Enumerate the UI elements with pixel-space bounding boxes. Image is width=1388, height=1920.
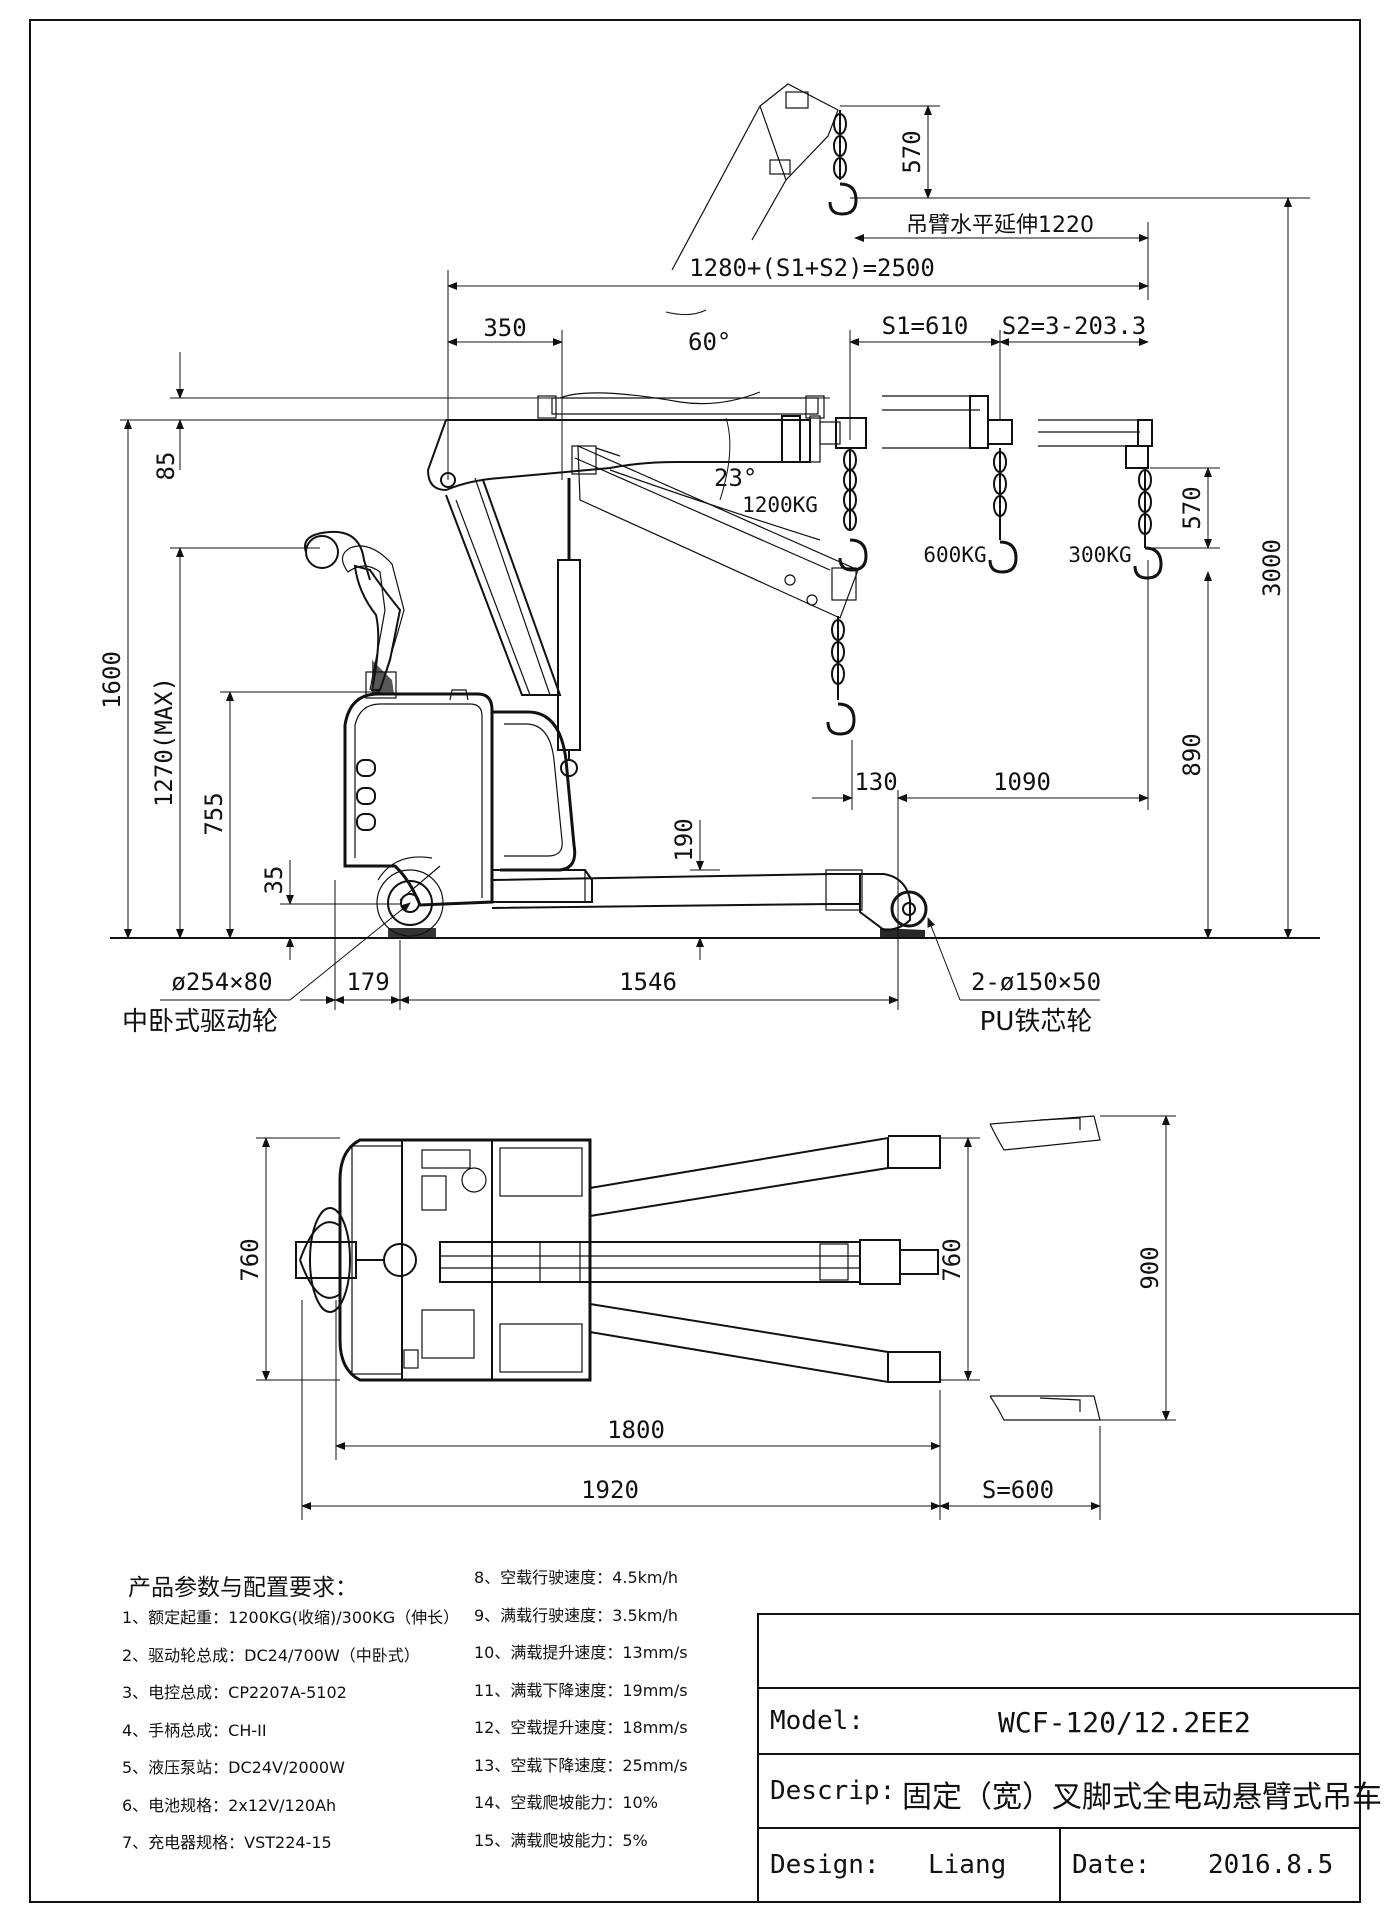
- dim-900: 900: [1136, 1246, 1164, 1289]
- date-label: Date:: [1072, 1850, 1151, 1880]
- dim-1600: 1600: [98, 651, 126, 709]
- design-label: Design:: [770, 1850, 880, 1880]
- dim-total-reach: 1280+(S1+S2)=2500: [689, 254, 935, 282]
- dim-1920: 1920: [581, 1476, 639, 1504]
- drawing-frame: [29, 19, 1361, 1903]
- dim-1090: 1090: [993, 768, 1051, 796]
- parameter-col-left: 1、额定起重：1200KG(收缩)/300KG（伸长） 2、驱动轮总成：DC24…: [122, 1608, 462, 1871]
- caster-spec: 2-ø150×50: [971, 968, 1101, 996]
- plan-body: [338, 1138, 592, 1382]
- param-item: 4、手柄总成：CH-II: [122, 1720, 267, 1740]
- date-value: 2016.8.5: [1208, 1850, 1334, 1880]
- dim-350: 350: [483, 314, 526, 342]
- param-item: 13、空载下降速度：25mm/s: [474, 1755, 688, 1775]
- param-item: 1、额定起重：1200KG(收缩)/300KG（伸长）: [122, 1608, 460, 1627]
- dim-s2: S2=3-203.3: [1002, 312, 1147, 340]
- param-item: 14、空载爬坡能力：10%: [474, 1793, 658, 1812]
- title-block-grid: [757, 1613, 1361, 1903]
- hook-inclined: [826, 616, 856, 736]
- plan-boom: [439, 1241, 861, 1283]
- dim-760-mid: 760: [938, 1238, 966, 1281]
- parameter-title: 产品参数与配置要求：: [128, 1575, 358, 1601]
- model-value: WCF-120/12.2EE2: [998, 1706, 1251, 1739]
- param-item: 12、空载提升速度：18mm/s: [474, 1718, 688, 1737]
- dim-570-top: 570: [898, 130, 926, 173]
- drive-wheel-name: 中卧式驱动轮: [122, 1007, 278, 1037]
- param-item: 15、满载爬坡能力：5%: [474, 1830, 648, 1850]
- boom-inclined: [577, 445, 859, 619]
- dim-1546: 1546: [619, 968, 677, 996]
- title-block: Model: WCF-120/12.2EE2 Descrip: 固定（宽）叉脚式…: [758, 1614, 1382, 1904]
- plan-view: 760 760 900 1800 1920 S=600: [236, 1115, 1176, 1520]
- side-view: 570 吊臂水平延伸1220 1280+(S1+S2)=2500 350 60°…: [98, 83, 1320, 1037]
- load-300: 300KG: [1068, 543, 1131, 567]
- chassis-body: [343, 692, 494, 907]
- hook-1200: [838, 448, 868, 572]
- dim-190: 190: [670, 818, 698, 861]
- dim-85: 85: [152, 452, 180, 481]
- lift-cylinder: [557, 559, 581, 751]
- load-1200: 1200KG: [742, 493, 818, 517]
- param-item: 5、液压泵站：DC24V/2000W: [122, 1758, 345, 1777]
- caster-wheel: [890, 890, 928, 928]
- dim-760-left: 760: [236, 1238, 264, 1281]
- param-item: 9、满载行驶速度：3.5km/h: [474, 1605, 679, 1625]
- dim-s1: S1=610: [882, 312, 969, 340]
- design-value: Liang: [928, 1850, 1007, 1880]
- param-item: 11、满载下降速度：19mm/s: [474, 1680, 688, 1700]
- boom-extension-s1: [882, 395, 1018, 574]
- boom-retracted: [426, 419, 811, 492]
- load-600: 600KG: [923, 543, 986, 567]
- dim-angle-23: 23°: [714, 464, 757, 492]
- dim-179: 179: [346, 968, 389, 996]
- dim-s600: S=600: [982, 1476, 1054, 1504]
- plan-leg-lower: [589, 1303, 889, 1384]
- dim-boom-extension: 吊臂水平延伸1220: [906, 213, 1094, 238]
- caster-name: PU铁芯轮: [980, 1007, 1093, 1037]
- boom-extension-s2: [1038, 419, 1163, 580]
- param-item: 10、满载提升速度：13mm/s: [474, 1643, 688, 1662]
- dim-755: 755: [200, 792, 228, 835]
- descrip-value: 固定（宽）叉脚式全电动悬臂式吊车: [902, 1780, 1382, 1815]
- dim-1800: 1800: [607, 1416, 665, 1444]
- dim-890: 890: [1178, 733, 1206, 776]
- parameter-col-right: 8、空载行驶速度：4.5km/h 9、满载行驶速度：3.5km/h 10、满载提…: [474, 1568, 774, 1868]
- drive-wheel-spec: ø254×80: [171, 968, 272, 996]
- parameter-list: 产品参数与配置要求： 1、额定起重：1200KG(收缩)/300KG（伸长） 2…: [122, 1568, 772, 1858]
- param-item: 7、充电器规格：VST224-15: [122, 1833, 332, 1852]
- param-item: 6、电池规格：2x12V/120Ah: [122, 1795, 337, 1815]
- plan-leg-upper: [589, 1136, 889, 1217]
- param-item: 8、空载行驶速度：4.5km/h: [474, 1568, 679, 1587]
- boom-raised: [759, 83, 839, 182]
- dim-570-right: 570: [1178, 486, 1206, 529]
- param-item: 3、电控总成：CP2207A-5102: [122, 1683, 347, 1702]
- dim-angle-60: 60°: [688, 328, 731, 356]
- dim-130: 130: [854, 768, 897, 796]
- param-item: 2、驱动轮总成：DC24/700W（中卧式）: [122, 1645, 420, 1665]
- descrip-label: Descrip:: [770, 1776, 896, 1806]
- dim-1270-max: 1270(MAX): [150, 677, 178, 807]
- dim-35: 35: [260, 866, 288, 895]
- hook-raised: [828, 110, 858, 216]
- dim-3000: 3000: [1258, 539, 1286, 597]
- model-label: Model:: [770, 1706, 864, 1736]
- mast: [445, 479, 562, 696]
